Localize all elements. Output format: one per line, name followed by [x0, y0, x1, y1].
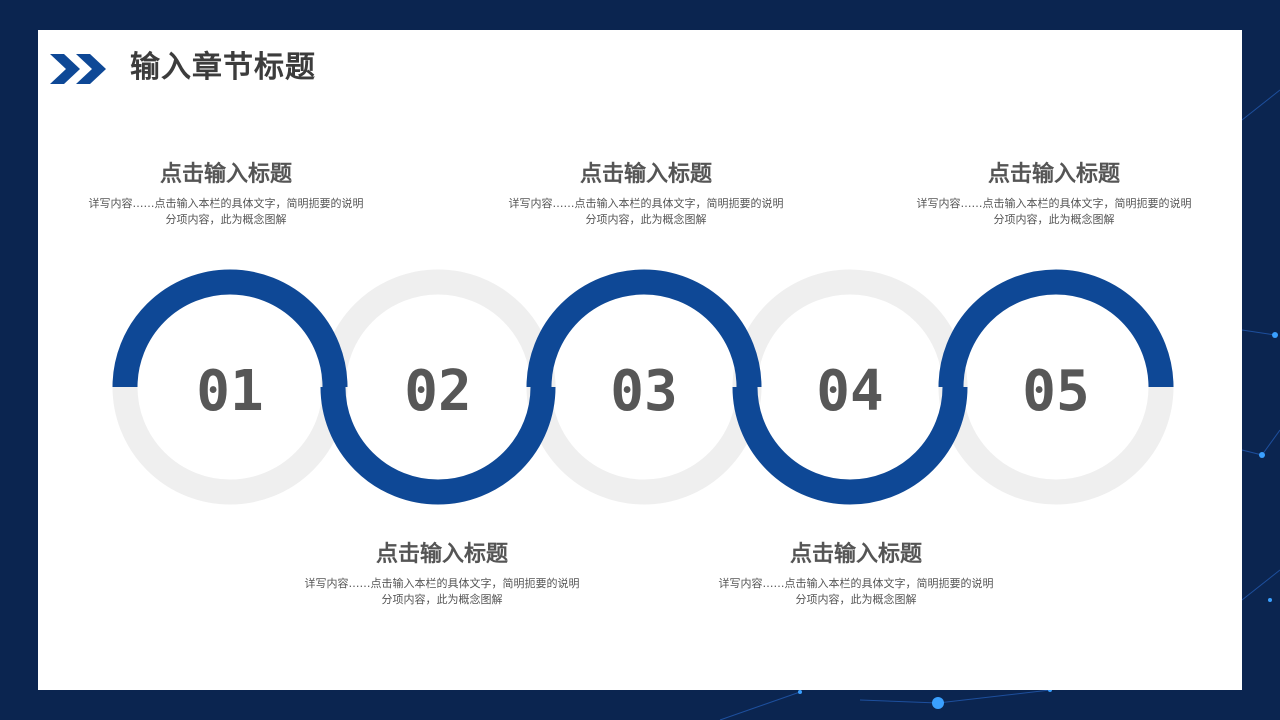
process-wave-diagram: 01 02 03 04 05 — [112, 269, 1174, 505]
section-title: 输入章节标题 — [130, 50, 316, 85]
arc-blue-3 — [526, 269, 762, 388]
step-text-5: 点击输入标题 详写内容……点击输入本栏的具体文字，简明扼要的说明分项内容，此为概… — [914, 160, 1194, 228]
step-number-4: 04 — [816, 359, 883, 424]
arc-blue-4 — [732, 386, 968, 505]
step-number-5: 05 — [1022, 359, 1089, 424]
step-text-1: 点击输入标题 详写内容……点击输入本栏的具体文字，简明扼要的说明分项内容，此为概… — [86, 160, 366, 228]
step-text-4: 点击输入标题 详写内容……点击输入本栏的具体文字，简明扼要的说明分项内容，此为概… — [716, 540, 996, 608]
step-number-3: 03 — [610, 359, 677, 424]
step-description-4[interactable]: 详写内容……点击输入本栏的具体文字，简明扼要的说明分项内容，此为概念图解 — [718, 577, 994, 606]
step-title-4[interactable]: 点击输入标题 — [789, 542, 922, 567]
step-number-1: 01 — [196, 359, 263, 424]
double-chevron-right-icon — [50, 54, 106, 84]
slide-panel: 输入章节标题 01 02 03 04 05 点击输入标题 详写内容……点击输入本… — [38, 30, 1242, 690]
step-title-5[interactable]: 点击输入标题 — [987, 162, 1120, 187]
step-title-2[interactable]: 点击输入标题 — [375, 542, 508, 567]
step-description-5[interactable]: 详写内容……点击输入本栏的具体文字，简明扼要的说明分项内容，此为概念图解 — [916, 197, 1192, 226]
arc-blue-5 — [938, 269, 1174, 388]
arc-blue-2 — [320, 386, 556, 505]
arc-blue-1 — [112, 269, 348, 388]
step-description-2[interactable]: 详写内容……点击输入本栏的具体文字，简明扼要的说明分项内容，此为概念图解 — [304, 577, 580, 606]
step-description-1[interactable]: 详写内容……点击输入本栏的具体文字，简明扼要的说明分项内容，此为概念图解 — [88, 197, 364, 226]
step-text-3: 点击输入标题 详写内容……点击输入本栏的具体文字，简明扼要的说明分项内容，此为概… — [506, 160, 786, 228]
step-text-2: 点击输入标题 详写内容……点击输入本栏的具体文字，简明扼要的说明分项内容，此为概… — [302, 540, 582, 608]
step-title-3[interactable]: 点击输入标题 — [579, 162, 712, 187]
step-number-2: 02 — [404, 359, 471, 424]
step-description-3[interactable]: 详写内容……点击输入本栏的具体文字，简明扼要的说明分项内容，此为概念图解 — [508, 197, 784, 226]
step-title-1[interactable]: 点击输入标题 — [159, 162, 292, 187]
